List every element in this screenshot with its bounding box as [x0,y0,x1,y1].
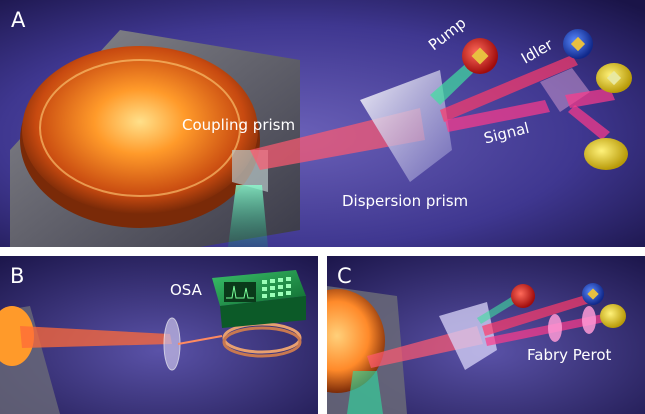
coupling-prism-label: Coupling prism [182,116,296,134]
lens [163,317,181,371]
panel-letter: A [11,8,26,32]
idler-beam [440,55,578,122]
panel-letter: B [10,264,25,288]
dispersion-prism [360,70,452,182]
signal-beam [445,100,550,132]
signal-detector-lower [584,138,628,170]
green-beam [228,185,268,247]
fiber [177,335,223,345]
beam [20,326,172,348]
panel-a: A Pump Idler Signal Coupling prism Dispe… [0,0,645,247]
pump-detector [511,284,535,308]
signal-detector [600,304,626,328]
dispersion-prism-label: Dispersion prism [342,192,469,210]
osa-label: OSA [170,281,202,299]
panel-c: C Fabry Perot [327,256,645,414]
beam-splitter-cube [540,68,590,112]
green-beam [347,371,383,414]
fabry-perot-mirror-1 [548,314,562,342]
panel-b: B OSA [0,256,318,414]
osa-screen [224,282,256,302]
panel-a-illustration [0,0,645,247]
pump-beam [430,60,478,105]
resonator-disc [22,46,258,214]
panel-b-illustration [0,256,318,414]
osa-buttons [262,277,291,298]
resonator-edge [0,306,34,366]
fabry-perot-label: Fabry Perot [527,346,612,364]
fabry-perot-mirror-2 [582,306,596,334]
panel-c-illustration [327,256,645,414]
panel-letter: C [337,264,352,288]
resonator-disc [327,289,385,393]
